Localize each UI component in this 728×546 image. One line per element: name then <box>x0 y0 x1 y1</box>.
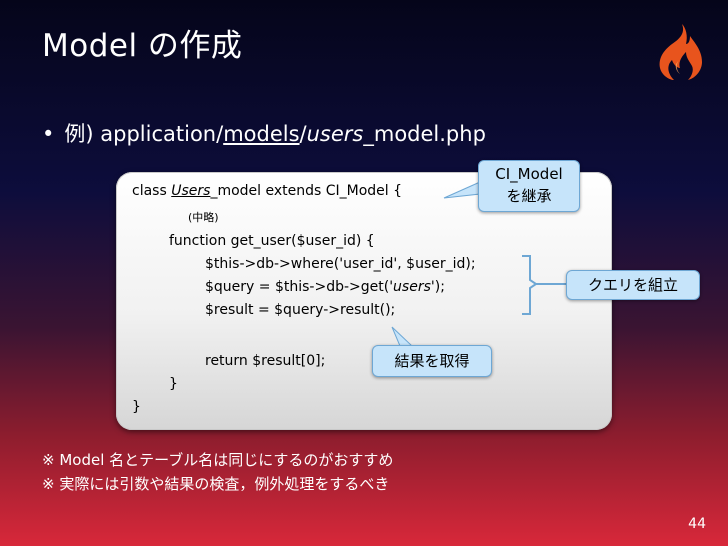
bullet-example-path: • 例) application/models/users_model.php <box>42 118 486 148</box>
code-text: '); <box>430 279 445 295</box>
notes: ※ Model 名とテーブル名は同じにするのがおすすめ ※ 実際には引数や結果の… <box>42 448 393 496</box>
code-line-return: return $result[0]; <box>205 353 326 369</box>
code-line-close-function: } <box>169 376 178 392</box>
code-line-function: function get_user($user_id) { <box>169 233 375 249</box>
bullet-marker: • <box>42 122 55 146</box>
code-line-omitted: (中略) <box>188 211 219 224</box>
note-line: ※ 実際には引数や結果の検査，例外処理をするべき <box>42 475 390 493</box>
code-line-query: $query = $this->db->get('users'); <box>205 278 445 296</box>
code-users-table: users <box>393 279 431 295</box>
path-slash: / <box>299 122 307 146</box>
callout-ci-model: CI_Model を継承 <box>478 160 580 212</box>
code-line-where: $this->db->where('user_id', $user_id); <box>205 256 476 272</box>
callout-ci-line1: CI_Model <box>495 165 563 183</box>
page-number: 44 <box>688 516 706 532</box>
slide-title: Model の作成 <box>42 28 243 64</box>
code-text: $query = $this->db->get(' <box>205 279 394 295</box>
path-users: users <box>306 122 364 146</box>
code-line-result: $result = $query->result(); <box>205 302 396 318</box>
path-suffix: _model.php <box>363 122 486 146</box>
code-line-close-class: } <box>132 399 141 415</box>
callout-get-result: 結果を取得 <box>372 345 492 377</box>
note-line: ※ Model 名とテーブル名は同じにするのがおすすめ <box>42 451 394 469</box>
path-prefix: 例) application/ <box>64 122 224 146</box>
code-users-class: Users <box>171 183 211 199</box>
path-models: models <box>223 122 300 146</box>
code-line-class: class Users_model extends CI_Model { <box>132 182 402 200</box>
callout-ci-line2: を継承 <box>506 187 552 205</box>
bracket-icon <box>522 255 566 315</box>
callout-build-query: クエリを組立 <box>566 270 700 300</box>
callout-pointer-result <box>391 326 414 347</box>
code-text: _model extends CI_Model { <box>210 183 403 199</box>
code-text: class <box>132 183 172 199</box>
codeigniter-flame-icon <box>659 24 702 80</box>
